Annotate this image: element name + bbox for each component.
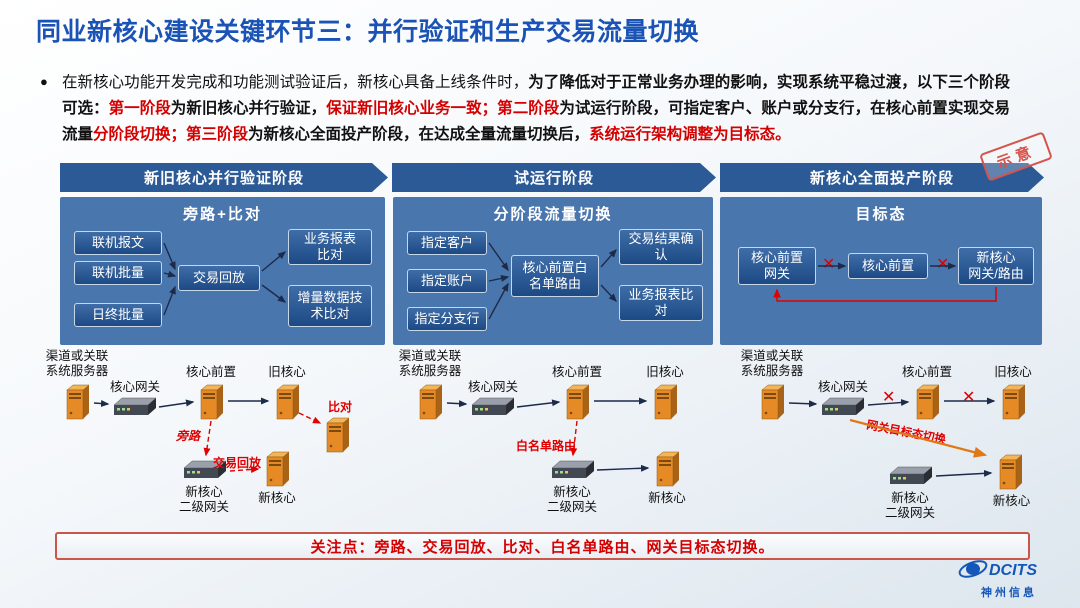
panel-1-title: 旁路+比对 xyxy=(183,206,262,223)
flow-box-online-message: 联机报文 xyxy=(74,231,162,255)
network-switch-icon xyxy=(888,465,934,492)
panel-parallel-verify: 旁路+比对 联机报文 联机批量 日终批量 交易回放 业务报表 比对 增量数据技 … xyxy=(60,197,385,345)
phase-banner-3-label: 新核心全面投产阶段 xyxy=(809,170,954,187)
panel-target-state: 目标态 核心前置 网关 核心前置 新核心 网关/路由 ✕ ✕ xyxy=(720,197,1042,345)
bullet-icon: ● xyxy=(40,74,48,89)
server-icon xyxy=(62,382,92,425)
phase-banner-2: 试运行阶段 xyxy=(392,163,716,192)
key-points-text: 关注点：旁路、交易回放、比对、白名单路由、网关目标态切换。 xyxy=(310,538,775,556)
logo-company-text: 神州信息 xyxy=(981,587,1037,599)
diagram-label-source: 渠道或关联 系统服务器 xyxy=(740,349,804,378)
server-icon xyxy=(562,382,592,425)
flow-box-eod-batch: 日终批量 xyxy=(74,303,162,327)
flow-box-label: 指定分支行 xyxy=(414,311,480,326)
flow-box-label: 核心前置 网关 xyxy=(750,250,803,281)
server-icon xyxy=(998,382,1028,425)
diagram-label-new-core: 新核心 xyxy=(648,491,686,505)
flow-box-report-compare: 业务报表 比对 xyxy=(288,229,372,265)
flow-box-newcore-route: 新核心 网关/路由 xyxy=(958,247,1034,285)
diagram-label-whitelist: 白名单路由 xyxy=(516,439,577,453)
diagram-label-old-core: 旧核心 xyxy=(646,365,684,379)
flow-box-data-compare: 增量数据技 术比对 xyxy=(288,285,372,327)
key-points-banner: 关注点：旁路、交易回放、比对、白名单路由、网关目标态切换。 xyxy=(55,532,1030,560)
network-switch-icon xyxy=(820,396,866,423)
diagram-label-source: 渠道或关联 系统服务器 xyxy=(398,349,462,378)
flow-box-label: 交易回放 xyxy=(192,270,245,285)
flow-box-label: 指定账户 xyxy=(420,273,473,288)
panel-trial-run: 分阶段流量切换 指定客户 指定账户 指定分支行 核心前置白 名单路由 交易结果确… xyxy=(393,197,713,345)
panel-2-title: 分阶段流量切换 xyxy=(493,206,613,223)
diagram-label-gateway: 核心网关 xyxy=(817,380,868,394)
diagram-label-front: 核心前置 xyxy=(901,365,952,379)
flow-box-label: 业务报表比 对 xyxy=(628,287,694,318)
company-logo: DCITS 神州信息 xyxy=(954,555,1064,600)
phase-banner-3: 新核心全面投产阶段 xyxy=(720,163,1044,192)
server-icon xyxy=(322,415,352,458)
phase-banner-1-label: 新旧核心并行验证阶段 xyxy=(143,170,304,187)
cutover-x-icon: ✕ xyxy=(936,256,950,273)
flow-box-whitelist-route: 核心前置白 名单路由 xyxy=(511,255,599,297)
flow-box-assign-customer: 指定客户 xyxy=(407,231,487,255)
flow-box-front-gateway: 核心前置 网关 xyxy=(738,247,816,285)
panel-3-title: 目标态 xyxy=(855,206,907,223)
page-title: 同业新核心建设关键环节三：并行验证和生产交易流量切换 xyxy=(36,18,700,46)
diagram-label-new-core: 新核心 xyxy=(258,491,296,505)
flow-box-label: 交易结果确 认 xyxy=(628,231,694,262)
phase-banner-2-label: 试运行阶段 xyxy=(513,170,594,187)
diagram-label-l2-gateway: 新核心 二级网关 xyxy=(178,485,229,514)
server-icon xyxy=(196,382,226,425)
flow-box-label: 联机批量 xyxy=(91,265,144,280)
diagram-label-old-core: 旧核心 xyxy=(994,365,1032,379)
flow-box-label: 核心前置白 名单路由 xyxy=(522,260,588,291)
flow-box-label: 新核心 网关/路由 xyxy=(968,250,1024,281)
diagram-label-source: 渠道或关联 系统服务器 xyxy=(45,349,109,378)
flow-box-result-confirm: 交易结果确 认 xyxy=(619,229,703,265)
diagram-label-compare: 比对 xyxy=(328,400,353,414)
diagram-label-bypass: 旁路 xyxy=(176,429,201,443)
network-switch-icon xyxy=(182,459,228,486)
flow-box-replay: 交易回放 xyxy=(178,265,260,291)
diagram-label-front: 核心前置 xyxy=(551,365,602,379)
flow-box-assign-branch: 指定分支行 xyxy=(407,307,487,331)
cutover-x-icon: ✕ xyxy=(882,389,896,406)
server-icon xyxy=(757,382,787,425)
flow-box-label: 联机报文 xyxy=(91,235,144,250)
diagram-label-gateway: 核心网关 xyxy=(109,380,160,394)
cutover-x-icon: ✕ xyxy=(822,256,836,273)
diagram-label-front: 核心前置 xyxy=(185,365,236,379)
flow-box-label: 指定客户 xyxy=(420,235,473,250)
flow-box-assign-account: 指定账户 xyxy=(407,269,487,293)
flow-box-label: 日终批量 xyxy=(91,307,144,322)
server-icon xyxy=(652,449,682,492)
diagram-label-replay: 交易回放 xyxy=(213,456,262,470)
server-icon xyxy=(650,382,680,425)
diagram-label-l2-gateway: 新核心 二级网关 xyxy=(884,491,935,520)
flow-box-label: 增量数据技 术比对 xyxy=(297,290,363,321)
network-switch-icon xyxy=(550,459,596,486)
server-icon xyxy=(272,382,302,425)
logo-brand-text: DCITS xyxy=(989,562,1037,579)
server-icon xyxy=(912,382,942,425)
flow-box-label: 业务报表 比对 xyxy=(303,231,356,262)
flow-box-report-compare-2: 业务报表比 对 xyxy=(619,285,703,321)
server-icon xyxy=(262,449,292,492)
flow-box-online-batch: 联机批量 xyxy=(74,261,162,285)
server-icon xyxy=(995,452,1025,495)
network-switch-icon xyxy=(470,396,516,423)
intro-paragraph: 在新核心功能开发完成和功能测试验证后，新核心具备上线条件时，为了降低对于正常业务… xyxy=(62,74,1010,143)
diagram-label-gateway: 核心网关 xyxy=(467,380,518,394)
diagram-label-new-core: 新核心 xyxy=(992,494,1031,508)
diagram-label-old-core: 旧核心 xyxy=(268,365,306,379)
network-switch-icon xyxy=(112,396,158,423)
diagram-label-l2-gateway: 新核心 二级网关 xyxy=(546,485,597,514)
flow-box-core-front: 核心前置 xyxy=(848,253,928,279)
dcits-logo-icon: DCITS xyxy=(958,560,1037,579)
server-icon xyxy=(415,382,445,425)
flow-box-label: 核心前置 xyxy=(861,258,914,273)
phase-banner-1: 新旧核心并行验证阶段 xyxy=(60,163,388,192)
cutover-x-icon: ✕ xyxy=(962,389,976,406)
